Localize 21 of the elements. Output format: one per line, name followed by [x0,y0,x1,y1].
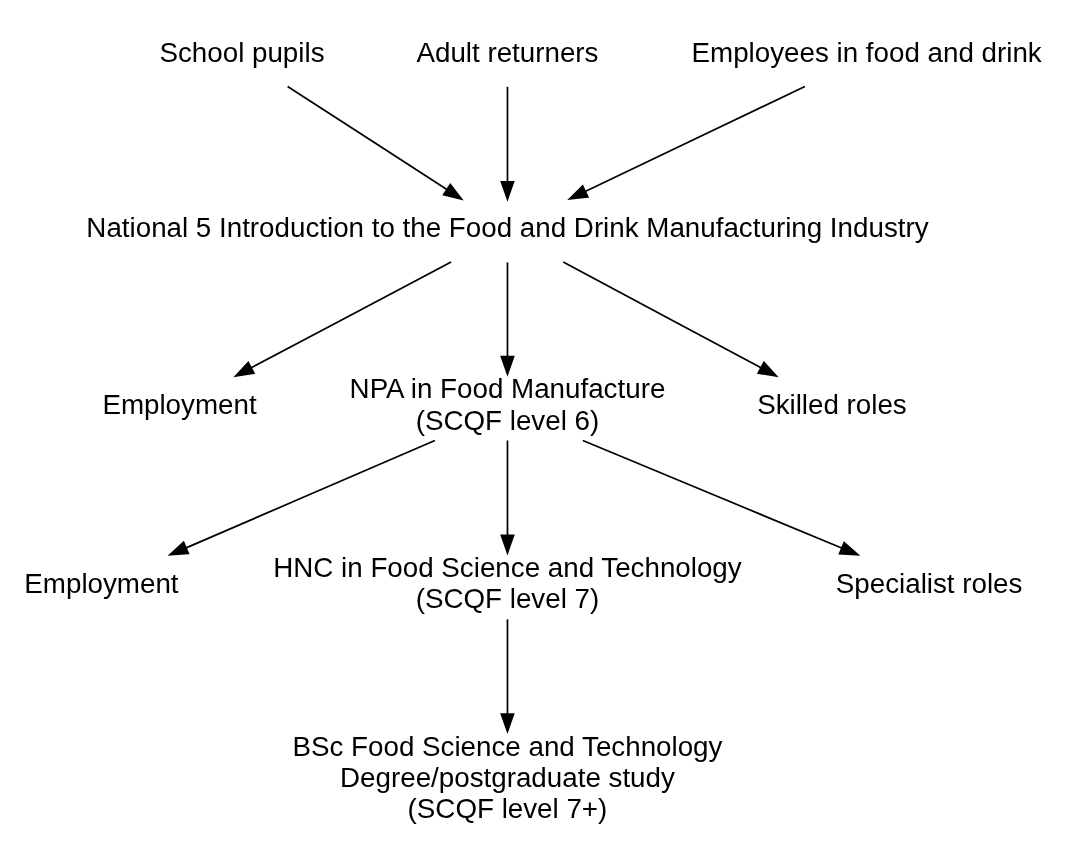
arrow [582,439,861,556]
node-text: HNC in Food Science and Technology (SCQF level 7) [273,551,742,614]
arrow [233,260,452,377]
node-text: Specialist roles [835,567,1023,599]
node-text: BSc Food Science and Technology Degree/postgraduate study (SCQF level 7+) [292,730,723,824]
arrow [500,261,515,377]
arrow [500,85,515,202]
arrow [286,85,464,200]
arrow [167,439,436,556]
node-text: School pupils [159,36,325,68]
arrow [500,439,515,555]
node-text: Employees in food and drink [691,36,1042,68]
node-text: Employment [24,567,179,599]
node-text: National 5 Introduction to the Food and Drink Manufacturing Industry [86,211,929,243]
arrow [500,618,515,734]
arrow [562,260,779,377]
node-text: Adult returners [416,36,599,68]
arrow [567,85,806,200]
node-text: NPA in Food Manufacture (SCQF level 6) [349,372,666,436]
node-text: Skilled roles [757,388,907,420]
node-text: Employment [102,388,257,420]
